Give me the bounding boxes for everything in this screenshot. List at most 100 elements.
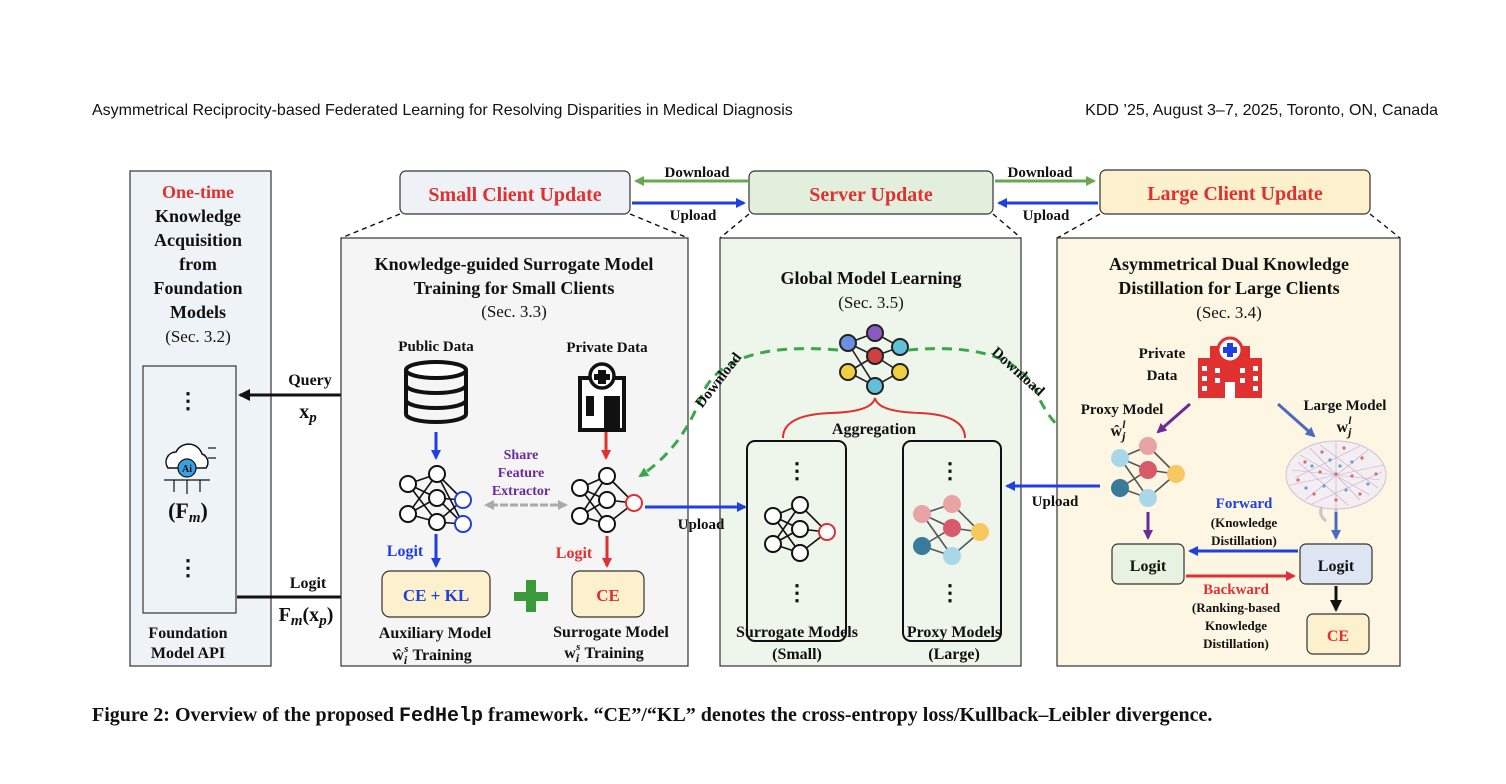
large-model-var: wjl xyxy=(1337,415,1353,439)
small-sec: (Sec. 3.3) xyxy=(481,302,547,321)
left-title-line-1: Knowledge xyxy=(155,206,241,226)
left-title-line-2: Acquisition xyxy=(154,230,242,250)
proxy-models-line-1: Proxy Models xyxy=(907,624,1001,641)
query-var: xp xyxy=(299,401,317,426)
query-label: Query xyxy=(288,372,332,389)
server-update-box: Server Update xyxy=(748,170,994,215)
caption-name: FedHelp xyxy=(399,705,484,728)
auxiliary-network-icon xyxy=(399,465,472,533)
large-client-panel: Asymmetrical Dual Knowledge Distillation… xyxy=(1005,237,1401,667)
small-title-1: Knowledge-guided Surrogate Model xyxy=(375,254,654,274)
left-title-line-5: Models xyxy=(170,302,226,322)
backward-sub-2: Knowledge xyxy=(1205,618,1267,633)
surrogate-models-line-2: (Small) xyxy=(772,646,822,663)
server-panel: Global Model Learning (Sec. 3.5) Aggrega… xyxy=(719,237,1022,667)
logit-box-proxy xyxy=(1111,543,1185,585)
forward-sub-1: (Knowledge xyxy=(1211,515,1278,530)
logit-fm-expr: Fm(xp) xyxy=(279,604,334,629)
left-sec: (Sec. 3.2) xyxy=(165,327,231,346)
large-client-update-box: Large Client Update xyxy=(1099,169,1371,215)
backward-sub-3: Distillation) xyxy=(1203,636,1269,651)
api-line-1: Foundation xyxy=(148,625,227,642)
server-title: Global Model Learning xyxy=(780,268,961,288)
logit-large-label: Logit xyxy=(1318,558,1355,575)
small-client-panel: Knowledge-guided Surrogate Model Trainin… xyxy=(340,237,689,667)
logit-box-large xyxy=(1299,543,1373,585)
proxy-model-var: ŵjl xyxy=(1111,419,1127,443)
small-title-2: Training for Small Clients xyxy=(414,278,615,298)
share-line-2: Feature xyxy=(498,466,544,481)
upload-label-large: Upload xyxy=(1023,208,1070,224)
logit-blue-label: Logit xyxy=(387,543,424,560)
api-line-2: Model API xyxy=(151,645,225,662)
logit-fm-label: Logit xyxy=(290,575,327,592)
global-model-icon xyxy=(839,324,909,395)
aggregation-label: Aggregation xyxy=(832,421,916,438)
ce-box-large xyxy=(1306,613,1370,655)
aux-line-1: Auxiliary Model xyxy=(379,625,492,642)
public-data-label: Public Data xyxy=(398,339,474,355)
ai-chip-icon: Ai xyxy=(164,443,216,494)
svg-text:Ai: Ai xyxy=(182,464,192,475)
ce-box-small xyxy=(571,570,645,618)
ce-kl-box xyxy=(381,570,491,618)
proxy-dots-bottom: ⋮ xyxy=(939,580,961,605)
small-client-update-box: Small Client Update xyxy=(399,170,631,215)
download-label-large: Download xyxy=(1007,165,1073,181)
fm-dots-bottom: ⋮ xyxy=(177,555,199,580)
surrogate-dots-bottom: ⋮ xyxy=(786,580,808,605)
proxy-models-line-2: (Large) xyxy=(928,646,980,663)
private-data-label: Private Data xyxy=(566,340,648,356)
header-title: Asymmetrical Reciprocity-based Federated… xyxy=(92,102,793,119)
server-update-label: Server Update xyxy=(809,184,933,206)
small-client-update-label: Small Client Update xyxy=(428,184,601,206)
large-private-line-2: Data xyxy=(1147,368,1178,384)
hospital-icon xyxy=(1198,336,1262,398)
zoom-lines xyxy=(340,213,1401,239)
surrogate-models-line-1: Surrogate Models xyxy=(736,624,858,641)
proxy-models-box xyxy=(902,440,1002,642)
large-model-label: Large Model xyxy=(1304,398,1387,414)
foundation-panel: One-time Knowledge Acquisition from Foun… xyxy=(129,170,272,667)
forward-sub-2: Distillation) xyxy=(1211,533,1277,548)
database-icon xyxy=(404,360,468,424)
logit-red-label: Logit xyxy=(556,545,593,562)
fm-dots-top: ⋮ xyxy=(177,388,199,413)
backward-label: Backward xyxy=(1203,582,1269,598)
share-line-3: Extractor xyxy=(492,484,550,499)
proxy-model-icon xyxy=(913,495,989,565)
left-title-line-3: from xyxy=(179,254,217,274)
download-arc-small xyxy=(638,347,839,478)
large-sec: (Sec. 3.4) xyxy=(1196,303,1262,322)
caption-prefix: Figure 2: Overview of the proposed xyxy=(92,704,400,726)
upload-label-small: Upload xyxy=(670,208,717,224)
hospital-building-icon xyxy=(578,362,626,432)
large-title-2: Distillation for Large Clients xyxy=(1118,278,1339,298)
plus-icon xyxy=(514,580,548,612)
figure-caption: Figure 2: Overview of the proposed FedHe… xyxy=(92,704,1438,728)
header-venue: KDD ’25, August 3–7, 2025, Toronto, ON, … xyxy=(1085,102,1438,119)
logit-proxy-label: Logit xyxy=(1130,558,1167,575)
sur-line-1: Surrogate Model xyxy=(553,624,669,641)
fm-label: (Fm) xyxy=(168,498,208,526)
server-sec: (Sec. 3.5) xyxy=(838,293,904,312)
proxy-network-icon xyxy=(1111,437,1185,507)
one-time-label: One-time xyxy=(162,182,234,202)
forward-label: Forward xyxy=(1216,496,1273,512)
large-client-update-label: Large Client Update xyxy=(1147,183,1323,205)
upload-mid-label: Upload xyxy=(678,517,725,533)
large-title-1: Asymmetrical Dual Knowledge xyxy=(1109,254,1349,274)
framework-figure: Small Client Update Server Update Large … xyxy=(129,165,1401,667)
foundation-model-box xyxy=(142,365,237,614)
surrogate-dots-top: ⋮ xyxy=(786,458,808,483)
proxy-dots-top: ⋮ xyxy=(939,458,961,483)
running-header: Asymmetrical Reciprocity-based Federated… xyxy=(92,102,1438,120)
share-line-1: Share xyxy=(504,448,539,463)
ce-kl-label: CE + KL xyxy=(403,586,469,605)
caption-suffix: framework. “CE”/“KL” denotes the cross-e… xyxy=(483,704,1213,726)
surrogate-network-icon xyxy=(571,467,643,533)
backward-sub-1: (Ranking-based xyxy=(1192,600,1281,615)
download-label-small: Download xyxy=(664,165,730,181)
